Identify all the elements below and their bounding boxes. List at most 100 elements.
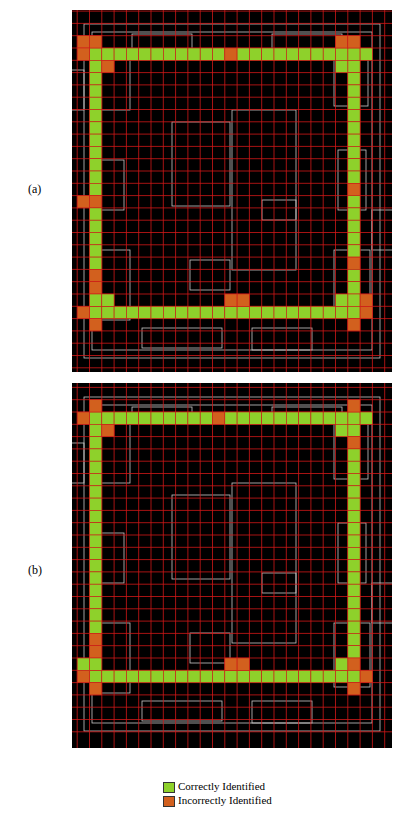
correct-cell bbox=[163, 412, 175, 424]
wall-line bbox=[172, 122, 230, 206]
grid-line bbox=[72, 367, 392, 368]
correct-cell bbox=[114, 306, 126, 318]
grid-line bbox=[372, 383, 373, 748]
correct-cell bbox=[90, 412, 102, 424]
incorrect-cell bbox=[225, 48, 237, 60]
correct-cell bbox=[348, 584, 360, 596]
correct-cell bbox=[114, 48, 126, 60]
grid-line bbox=[72, 621, 392, 622]
grid-line bbox=[72, 330, 392, 331]
grid-line bbox=[72, 559, 392, 560]
cells bbox=[77, 36, 372, 331]
correct-cell bbox=[348, 547, 360, 559]
correct-cell bbox=[286, 412, 298, 424]
map-panel bbox=[72, 383, 392, 748]
correct-cell bbox=[286, 48, 298, 60]
correct-cell bbox=[90, 461, 102, 473]
panel-label: (b) bbox=[28, 564, 42, 577]
correct-cell bbox=[188, 670, 200, 682]
correct-cell bbox=[348, 73, 360, 85]
correct-cell bbox=[90, 73, 102, 85]
incorrect-cell bbox=[77, 306, 89, 318]
incorrect-cell bbox=[348, 36, 360, 48]
map-panel bbox=[72, 10, 392, 372]
incorrect-cell bbox=[348, 683, 360, 695]
correct-cell bbox=[311, 306, 323, 318]
correct-cell bbox=[262, 412, 274, 424]
panel-label: (a) bbox=[28, 183, 41, 196]
correct-cell bbox=[126, 306, 138, 318]
incorrect-cell bbox=[77, 412, 89, 424]
grid-line bbox=[72, 510, 392, 511]
wall-line bbox=[92, 32, 372, 350]
grid-line bbox=[114, 383, 115, 748]
incorrect-cell bbox=[77, 48, 89, 60]
incorrect-cell bbox=[102, 60, 114, 72]
correct-cell bbox=[90, 122, 102, 134]
correct-cell bbox=[348, 486, 360, 498]
correct-cell bbox=[348, 572, 360, 584]
incorrect-cell bbox=[348, 658, 360, 670]
correct-cell bbox=[90, 609, 102, 621]
grid-line bbox=[72, 584, 392, 585]
incorrect-cell bbox=[77, 36, 89, 48]
incorrect-cell bbox=[90, 683, 102, 695]
grid-line bbox=[261, 383, 262, 748]
correct-cell bbox=[237, 412, 249, 424]
grid-line bbox=[72, 207, 392, 208]
wall-line bbox=[172, 495, 230, 579]
correct-cell bbox=[163, 306, 175, 318]
correct-cell bbox=[249, 48, 261, 60]
correct-cell bbox=[348, 646, 360, 658]
incorrect-cell bbox=[336, 36, 348, 48]
correct-cell bbox=[139, 412, 151, 424]
correct-cell bbox=[90, 208, 102, 220]
correct-cell bbox=[348, 306, 360, 318]
incorrect-cell bbox=[360, 294, 372, 306]
correct-cell bbox=[336, 412, 348, 424]
grid-line bbox=[72, 257, 392, 258]
grid-line bbox=[72, 232, 392, 233]
incorrect-cell bbox=[213, 412, 225, 424]
grid-line bbox=[286, 383, 287, 748]
grid-line bbox=[72, 645, 392, 646]
legend-swatch bbox=[163, 782, 175, 793]
incorrect-cell bbox=[90, 646, 102, 658]
correct-cell bbox=[348, 146, 360, 158]
correct-cell bbox=[348, 424, 360, 436]
grid-line bbox=[72, 485, 392, 486]
incorrect-cell bbox=[348, 257, 360, 269]
correct-cell bbox=[102, 48, 114, 60]
correct-cell bbox=[336, 670, 348, 682]
grid-line bbox=[72, 498, 392, 499]
grid-line bbox=[72, 596, 392, 597]
correct-cell bbox=[176, 48, 188, 60]
grid-line bbox=[323, 383, 324, 748]
correct-cell bbox=[348, 449, 360, 461]
correct-cell bbox=[90, 584, 102, 596]
incorrect-cell bbox=[225, 294, 237, 306]
incorrect-cell bbox=[90, 282, 102, 294]
correct-cell bbox=[348, 633, 360, 645]
grid-line bbox=[72, 109, 392, 110]
grid-line bbox=[72, 23, 392, 24]
correct-cell bbox=[348, 85, 360, 97]
correct-cell bbox=[348, 498, 360, 510]
correct-cell bbox=[151, 48, 163, 60]
correct-cell bbox=[90, 658, 102, 670]
correct-cell bbox=[90, 597, 102, 609]
grid-line bbox=[77, 383, 78, 748]
correct-cell bbox=[286, 670, 298, 682]
correct-cell bbox=[348, 110, 360, 122]
correct-cell bbox=[90, 572, 102, 584]
correct-cell bbox=[225, 306, 237, 318]
correct-cell bbox=[360, 48, 372, 60]
incorrect-cell bbox=[360, 306, 372, 318]
correct-cell bbox=[90, 621, 102, 633]
grid-line bbox=[298, 383, 299, 748]
correct-cell bbox=[348, 220, 360, 232]
incorrect-cell bbox=[348, 400, 360, 412]
incorrect-cell bbox=[77, 670, 89, 682]
incorrect-cell bbox=[90, 319, 102, 331]
grid bbox=[72, 10, 392, 372]
